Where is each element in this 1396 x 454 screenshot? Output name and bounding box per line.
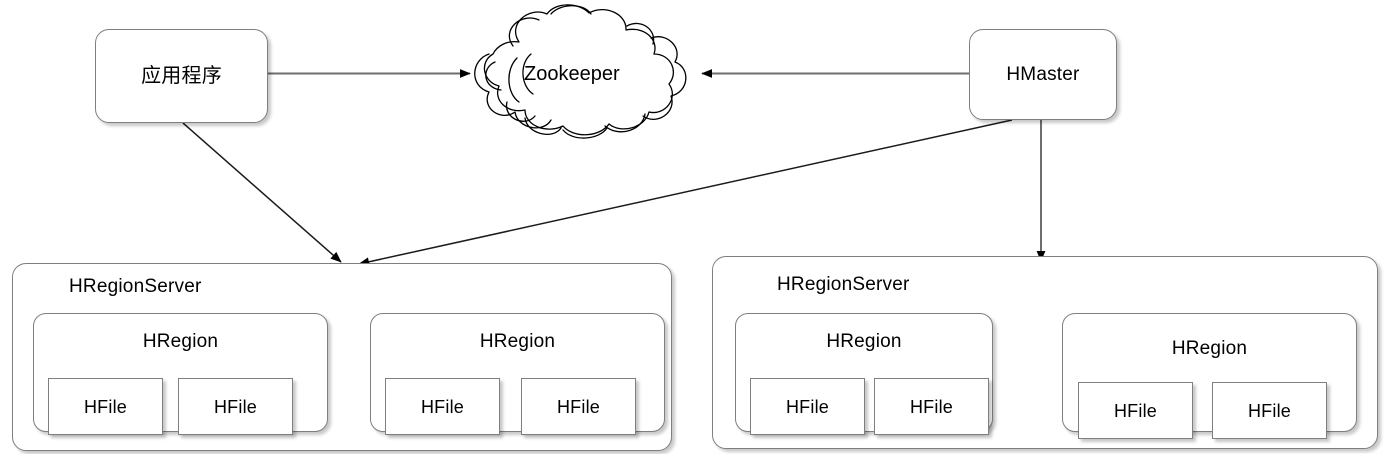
region-server-right-label: HRegionServer bbox=[777, 274, 910, 295]
node-zookeeper-label: Zookeeper bbox=[524, 63, 620, 85]
region-left-2-label: HRegion bbox=[479, 331, 556, 352]
edge-app-to-regionserver-left bbox=[182, 122, 342, 263]
region-right-2-label: HRegion bbox=[1171, 338, 1248, 359]
region-server-left-label: HRegionServer bbox=[69, 276, 202, 297]
hfile-left-2-b-label: HFile bbox=[556, 397, 600, 417]
hfile-right-1-b-label: HFile bbox=[909, 397, 953, 417]
region-left-1-label: HRegion bbox=[142, 331, 219, 352]
hfile-left-1-b-label: HFile bbox=[213, 397, 257, 417]
hfile-left-1-a[interactable]: HFile bbox=[48, 378, 163, 435]
node-application-label: 应用程序 bbox=[141, 65, 222, 87]
hfile-left-1-a-label: HFile bbox=[83, 397, 127, 417]
hfile-right-2-a-label: HFile bbox=[1113, 401, 1157, 421]
hfile-right-1-a[interactable]: HFile bbox=[750, 378, 865, 435]
hfile-left-2-a[interactable]: HFile bbox=[385, 378, 500, 435]
node-zookeeper[interactable] bbox=[455, 2, 703, 147]
node-hmaster-label: HMaster bbox=[1006, 64, 1080, 85]
hfile-right-2-b[interactable]: HFile bbox=[1212, 382, 1327, 439]
hfile-right-1-a-label: HFile bbox=[785, 397, 829, 417]
node-application[interactable]: 应用程序 bbox=[95, 29, 268, 123]
hfile-left-1-b[interactable]: HFile bbox=[178, 378, 293, 435]
hfile-right-1-b[interactable]: HFile bbox=[874, 378, 989, 435]
hfile-right-2-a[interactable]: HFile bbox=[1078, 382, 1193, 439]
node-hmaster[interactable]: HMaster bbox=[969, 29, 1117, 120]
hfile-right-2-b-label: HFile bbox=[1247, 401, 1291, 421]
hfile-left-2-b[interactable]: HFile bbox=[521, 378, 636, 435]
region-right-1-label: HRegion bbox=[826, 331, 902, 352]
hfile-left-2-a-label: HFile bbox=[420, 397, 464, 417]
